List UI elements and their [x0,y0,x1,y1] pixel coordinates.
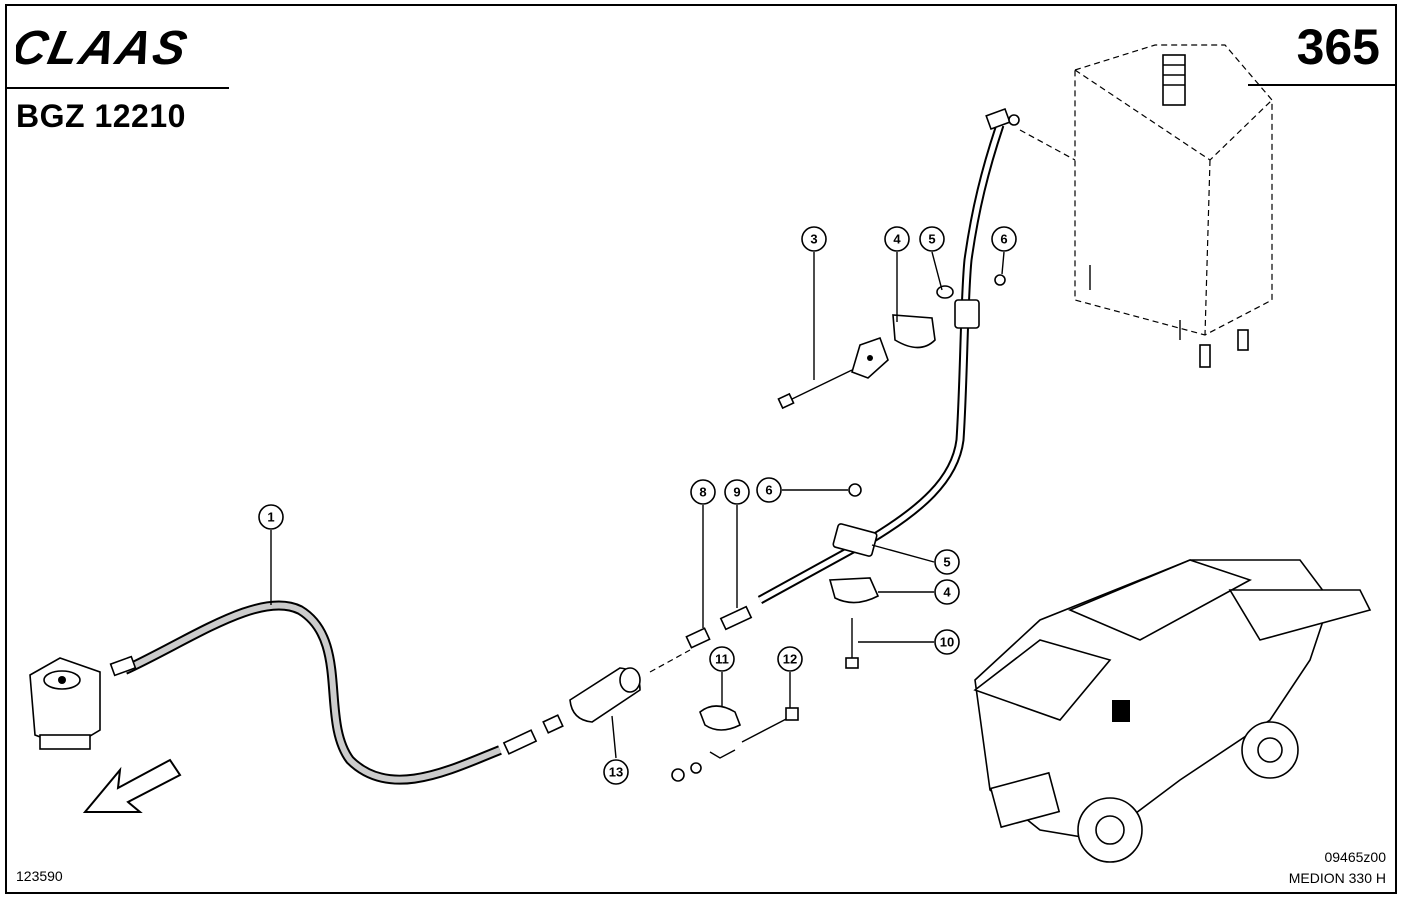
callout-5-lower-label: 5 [943,555,950,570]
logo-rule [5,87,229,89]
assembly-code: BGZ 12210 [16,98,186,134]
leader-lines [270,251,1005,759]
supply-pipe [757,107,1020,604]
callout-9-label: 9 [733,485,740,500]
callout-3: 3 [801,226,827,252]
callout-9: 9 [724,479,750,505]
callout-1: 1 [258,504,284,530]
hydraulic-hose [109,600,564,785]
callout-11-label: 11 [715,652,729,667]
callout-4-lower-label: 4 [943,585,951,600]
callout-6-lower: 6 [756,477,782,503]
drawing-number: 09465z00 [1324,849,1386,865]
callout-12: 12 [777,646,803,672]
filter-assembly [569,649,799,782]
callout-5-upper-label: 5 [928,232,935,247]
claas-logo: CLAAS [16,22,193,72]
callout-6-upper-label: 6 [1000,232,1007,247]
callout-12-label: 12 [783,652,797,667]
steering-unit [29,657,101,750]
svg-text:CLAAS: CLAAS [16,22,193,72]
callout-13-label: 13 [609,765,623,780]
callout-8: 8 [690,479,716,505]
upper-clamp-assembly [777,274,1006,410]
drawing-info: 09465z00 MEDION 330 H [1289,847,1386,889]
reference-number: 123590 [16,868,63,884]
callout-11: 11 [709,646,735,672]
callout-8-label: 8 [699,485,706,500]
lower-clamp-assembly [828,483,880,669]
pipe-fittings [685,605,753,649]
combine-harvester-overview-icon [973,559,1372,863]
callout-4-lower: 4 [934,579,960,605]
callout-10: 10 [934,629,960,655]
callout-4-upper-label: 4 [893,232,901,247]
page-rule [1248,84,1397,86]
front-direction-arrow-icon [82,758,182,813]
drawing-frame [5,4,1397,894]
model-name: MEDION 330 H [1288,870,1386,886]
callout-10-label: 10 [940,635,954,650]
callout-13: 13 [603,759,629,785]
callout-5-upper: 5 [919,226,945,252]
callout-3-label: 3 [810,232,817,247]
callout-6-lower-label: 6 [765,483,772,498]
callout-5-lower: 5 [934,549,960,575]
oil-tank [1019,44,1273,368]
page-number: 365 [1296,19,1380,75]
callout-4-upper: 4 [884,226,910,252]
callout-1-label: 1 [267,510,274,525]
callout-6-upper: 6 [991,226,1017,252]
